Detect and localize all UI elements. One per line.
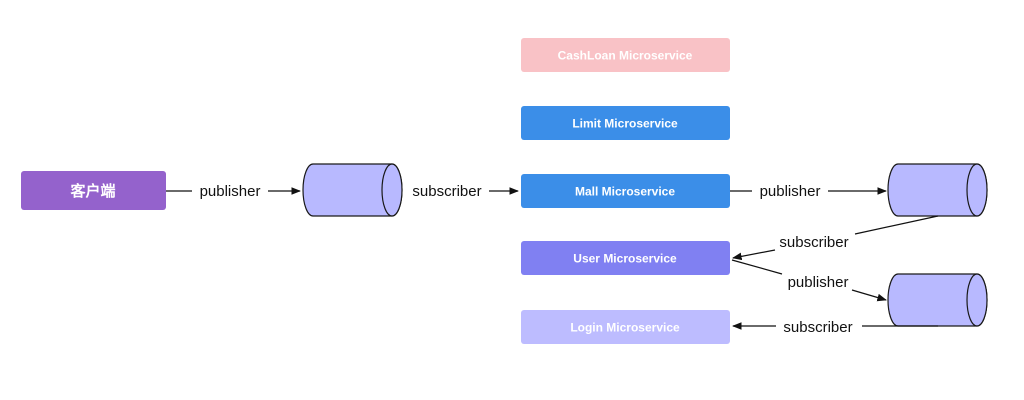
service-mall-label: Mall Microservice <box>575 185 675 199</box>
service-user: User Microservice <box>521 241 730 275</box>
edge-queue-user-label: subscriber <box>779 234 848 251</box>
service-cashloan-label: CashLoan Microservice <box>558 49 693 63</box>
client-node: 客户端 <box>21 171 166 210</box>
service-login-box <box>521 310 730 344</box>
edge-user-queue-line-a <box>731 259 783 275</box>
service-mall: Mall Microservice <box>521 174 730 208</box>
service-login: Login Microservice <box>521 310 730 344</box>
edge-queue-login-label: subscriber <box>783 319 852 336</box>
edge-client-queue-label: publisher <box>200 183 261 200</box>
edge-user-queue-line-b <box>851 289 887 302</box>
edge-queue-user-line-a <box>854 215 939 235</box>
edge-user-queue-label: publisher <box>788 274 849 291</box>
message-queue-2 <box>887 163 988 217</box>
service-cashloan: CashLoan Microservice <box>521 38 730 72</box>
service-limit-box <box>521 106 730 140</box>
queue-3-end <box>966 273 988 327</box>
service-limit-label: Limit Microservice <box>572 117 678 131</box>
service-user-label: User Microservice <box>573 252 677 266</box>
queue-2-end <box>966 163 988 217</box>
message-queue-3 <box>887 273 988 327</box>
service-user-box <box>521 241 730 275</box>
message-queue-1 <box>302 163 403 217</box>
edge-mall-queue-label: publisher <box>760 183 821 200</box>
service-mall-box <box>521 174 730 208</box>
client-label: 客户端 <box>69 182 115 200</box>
service-login-label: Login Microservice <box>570 321 680 335</box>
service-cashloan-box <box>521 38 730 72</box>
edge-queue-user-line-b <box>732 249 776 261</box>
service-limit: Limit Microservice <box>521 106 730 140</box>
client-box <box>21 171 166 210</box>
edge-queue-mall-label: subscriber <box>412 183 481 200</box>
queue-1-end <box>381 163 403 217</box>
